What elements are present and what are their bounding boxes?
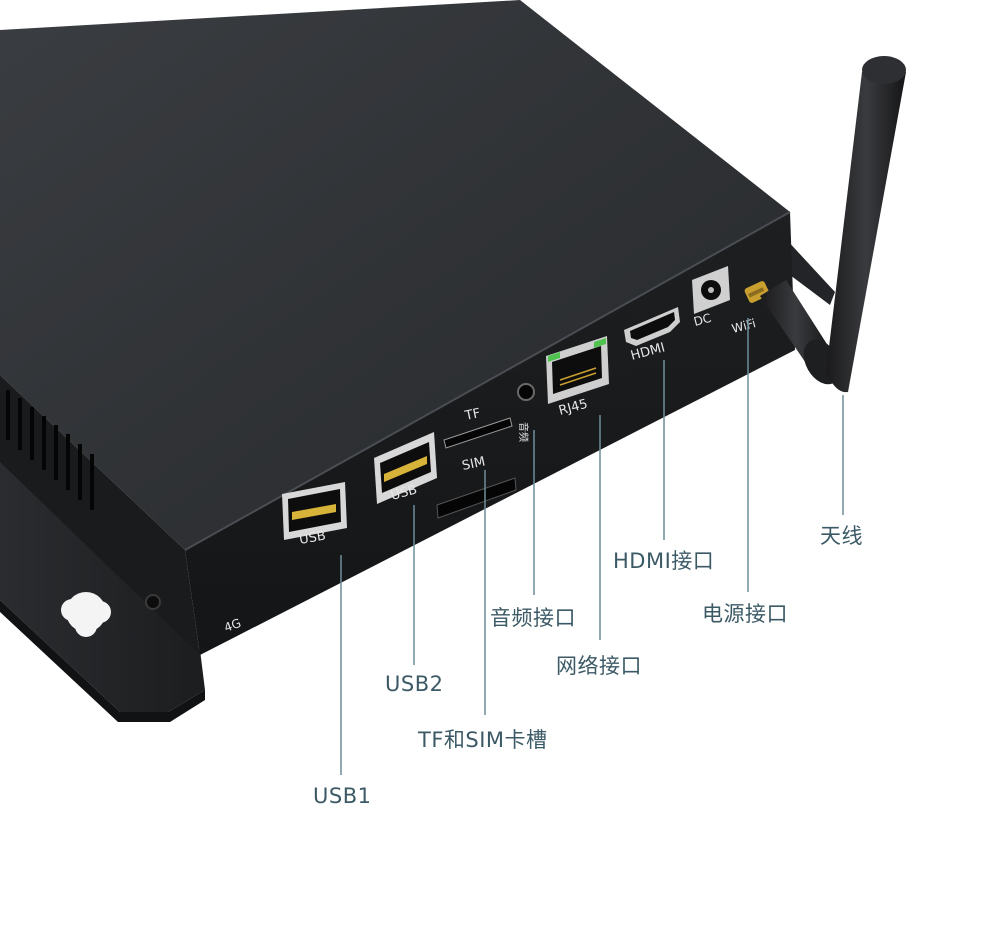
mounting-bracket-right bbox=[785, 238, 835, 305]
callout-power: 电源接口 bbox=[702, 602, 788, 626]
callout-usb2: USB2 bbox=[385, 672, 444, 696]
device-top-surface bbox=[0, 0, 790, 550]
usb2-port-label: USB bbox=[389, 482, 419, 503]
usb1-port-icon bbox=[282, 482, 347, 540]
mounting-bracket-left bbox=[0, 455, 205, 722]
usb1-port-label: USB bbox=[298, 529, 327, 548]
dc-jack-label: DC bbox=[692, 311, 713, 329]
vent-slots bbox=[6, 390, 94, 510]
usb2-port-icon bbox=[374, 432, 437, 504]
callout-network: 网络接口 bbox=[556, 654, 642, 678]
callout-antenna: 天线 bbox=[820, 524, 863, 548]
audio-jack-icon bbox=[517, 383, 535, 401]
dc-jack-icon bbox=[692, 266, 730, 314]
sim-slot-label: SIM bbox=[461, 454, 487, 474]
callout-usb1: USB1 bbox=[313, 784, 372, 808]
antenna-icon bbox=[760, 56, 906, 393]
wifi-port-label: WiFi bbox=[730, 316, 757, 336]
tf-slot-icon bbox=[443, 417, 513, 449]
lte-label: 4G bbox=[222, 616, 243, 635]
callout-audio: 音频接口 bbox=[490, 606, 576, 630]
screw-icon bbox=[145, 594, 161, 610]
sim-slot-icon bbox=[436, 477, 517, 519]
callout-tf-sim: TF和SIM卡槽 bbox=[418, 728, 548, 752]
tf-slot-label: TF bbox=[463, 406, 482, 424]
device-side-panel bbox=[0, 375, 200, 655]
mounting-hole-icon bbox=[61, 592, 111, 637]
audio-jack-label: 音频 bbox=[517, 422, 530, 442]
callout-hdmi: HDMI接口 bbox=[613, 549, 715, 573]
hdmi-port-icon bbox=[624, 307, 680, 346]
leader-lines bbox=[340, 318, 844, 775]
rj45-port-label: RJ45 bbox=[557, 397, 589, 419]
rj45-port-icon bbox=[546, 336, 609, 404]
